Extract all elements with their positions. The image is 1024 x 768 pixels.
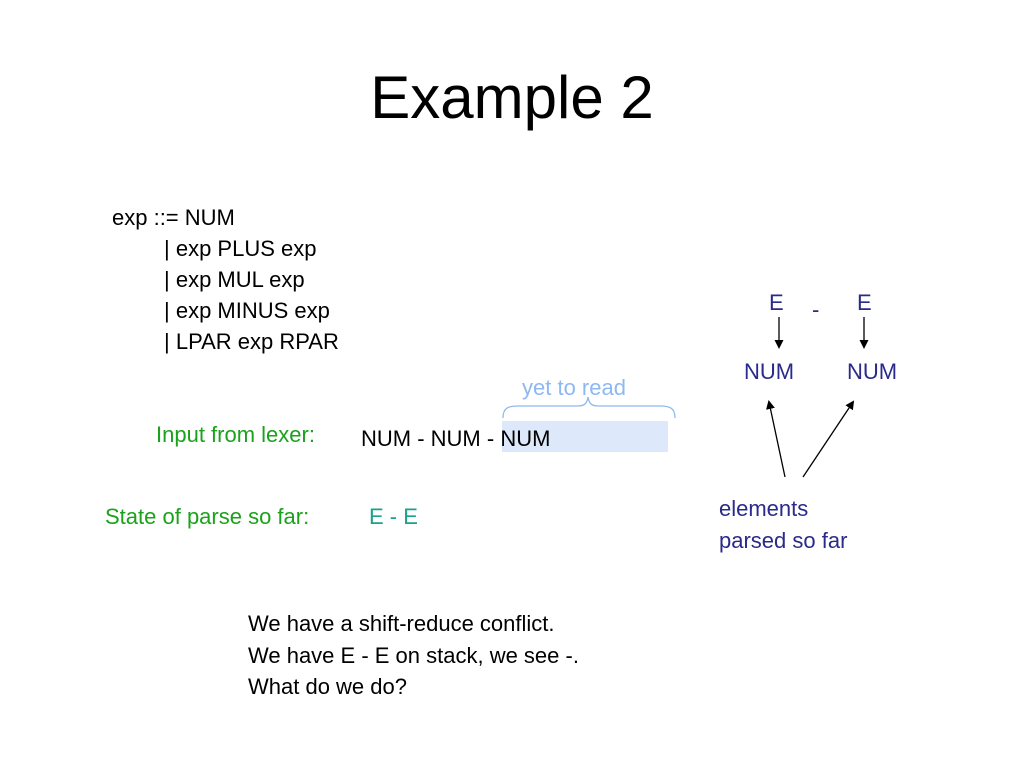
parse-state-label: State of parse so far: bbox=[105, 504, 310, 529]
unread-input-highlight bbox=[502, 421, 668, 452]
conflict-line: We have E - E on stack, we see -. bbox=[248, 642, 579, 668]
grammar-rule: | exp MUL exp bbox=[164, 267, 305, 292]
grammar-rule: | exp PLUS exp bbox=[164, 236, 317, 261]
grammar-rule: | LPAR exp RPAR bbox=[164, 329, 339, 354]
annotation-line: parsed so far bbox=[719, 528, 848, 553]
input-read-part: NUM - NUM bbox=[361, 426, 481, 451]
tree-operator: - bbox=[812, 297, 820, 322]
parse-state-value: E - E bbox=[369, 504, 418, 529]
annotation-arrow-left bbox=[766, 400, 786, 478]
conflict-line: What do we do? bbox=[248, 674, 407, 699]
tree-node-left-num: NUM bbox=[744, 359, 795, 384]
input-unread-part: - NUM bbox=[480, 426, 551, 451]
tree-node-right-num: NUM bbox=[847, 359, 898, 384]
conflict-line: We have a shift-reduce conflict. bbox=[248, 611, 555, 636]
tree-node-left-e: E bbox=[769, 290, 784, 315]
grammar-rule: exp ::= NUM bbox=[112, 205, 235, 230]
input-tokens: NUM - NUM - NUM bbox=[361, 424, 550, 454]
annotation-arrow-right bbox=[802, 400, 855, 478]
parsed-elements-annotation: elements parsed so far bbox=[719, 493, 847, 557]
grammar-rule: | exp MINUS exp bbox=[164, 298, 330, 323]
tree-node-right-e: E bbox=[857, 290, 872, 315]
slide-title: Example 2 bbox=[370, 64, 654, 131]
annotation-line: elements bbox=[719, 496, 809, 521]
unread-brace bbox=[502, 396, 676, 419]
unread-label: yet to read bbox=[522, 375, 626, 400]
grammar-rules: exp ::= NUM | exp PLUS exp | exp MUL exp… bbox=[112, 202, 339, 357]
input-label: Input from lexer: bbox=[156, 422, 315, 447]
conflict-explanation: We have a shift-reduce conflict. We have… bbox=[248, 608, 579, 703]
